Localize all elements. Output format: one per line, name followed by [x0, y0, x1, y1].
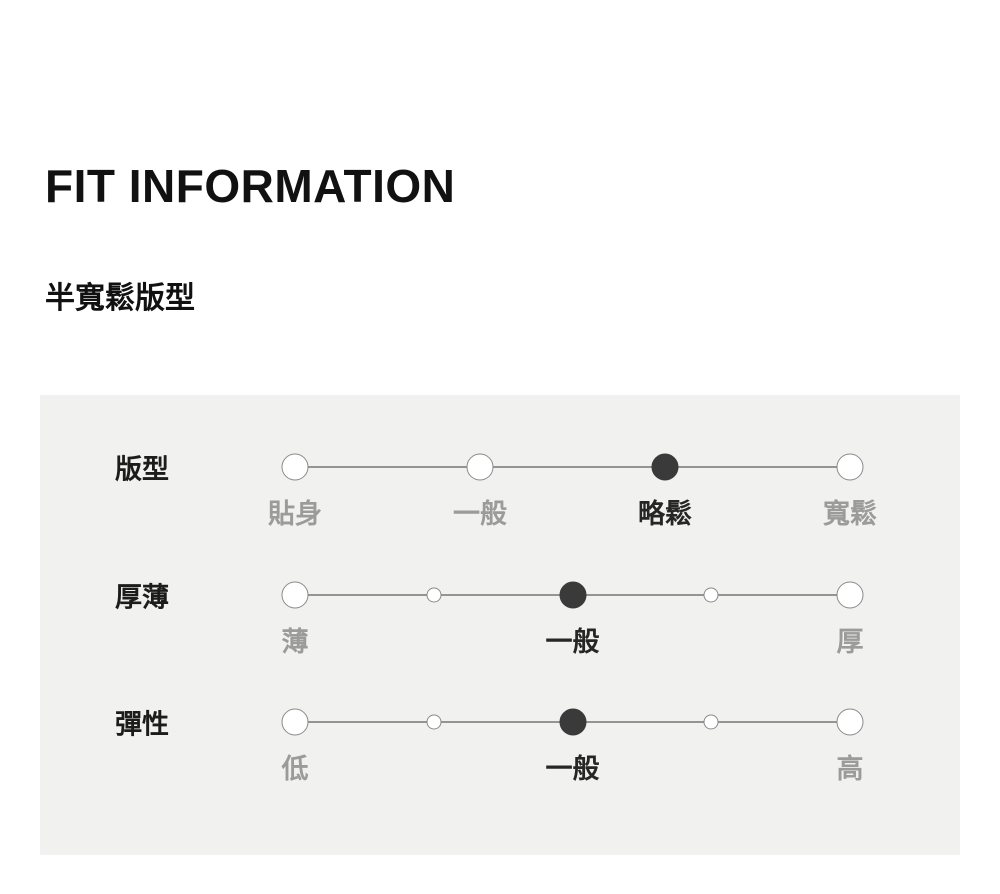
fit-type-subtitle: 半寬鬆版型 — [45, 282, 195, 315]
fit-scale-label: 一般 — [453, 499, 507, 529]
fit-dot — [281, 581, 309, 609]
fit-dot — [466, 453, 494, 481]
fit-panel: 版型貼身一般略鬆寬鬆厚薄薄一般厚彈性低一般高 — [40, 395, 960, 855]
fit-row-label: 厚薄 — [115, 582, 169, 613]
fit-scale-label: 略鬆 — [638, 499, 692, 529]
fit-dot-selected — [651, 453, 679, 481]
fit-scale-label: 低 — [281, 754, 309, 784]
fit-scale-label: 一般 — [545, 627, 600, 657]
page-title: FIT INFORMATION — [45, 160, 456, 212]
fit-dot — [836, 453, 864, 481]
fit-dot — [703, 714, 719, 730]
fit-dot-selected — [559, 581, 586, 609]
fit-dot — [281, 708, 309, 736]
fit-scale-label: 一般 — [545, 754, 600, 784]
fit-dot — [836, 708, 864, 736]
fit-dot — [281, 453, 309, 481]
fit-scale-label: 高 — [836, 754, 864, 784]
fit-row-label: 版型 — [115, 454, 169, 485]
fit-dot — [426, 587, 442, 603]
fit-row-label: 彈性 — [115, 709, 169, 740]
fit-dot — [703, 587, 719, 603]
fit-dot — [836, 581, 864, 609]
fit-scale-label: 貼身 — [268, 499, 322, 529]
fit-scale-label: 厚 — [836, 627, 864, 657]
fit-scale-label: 薄 — [281, 627, 309, 657]
fit-dot — [426, 714, 442, 730]
fit-dot-selected — [559, 708, 586, 736]
fit-track-line — [295, 466, 850, 468]
fit-scale-label: 寬鬆 — [823, 499, 877, 529]
